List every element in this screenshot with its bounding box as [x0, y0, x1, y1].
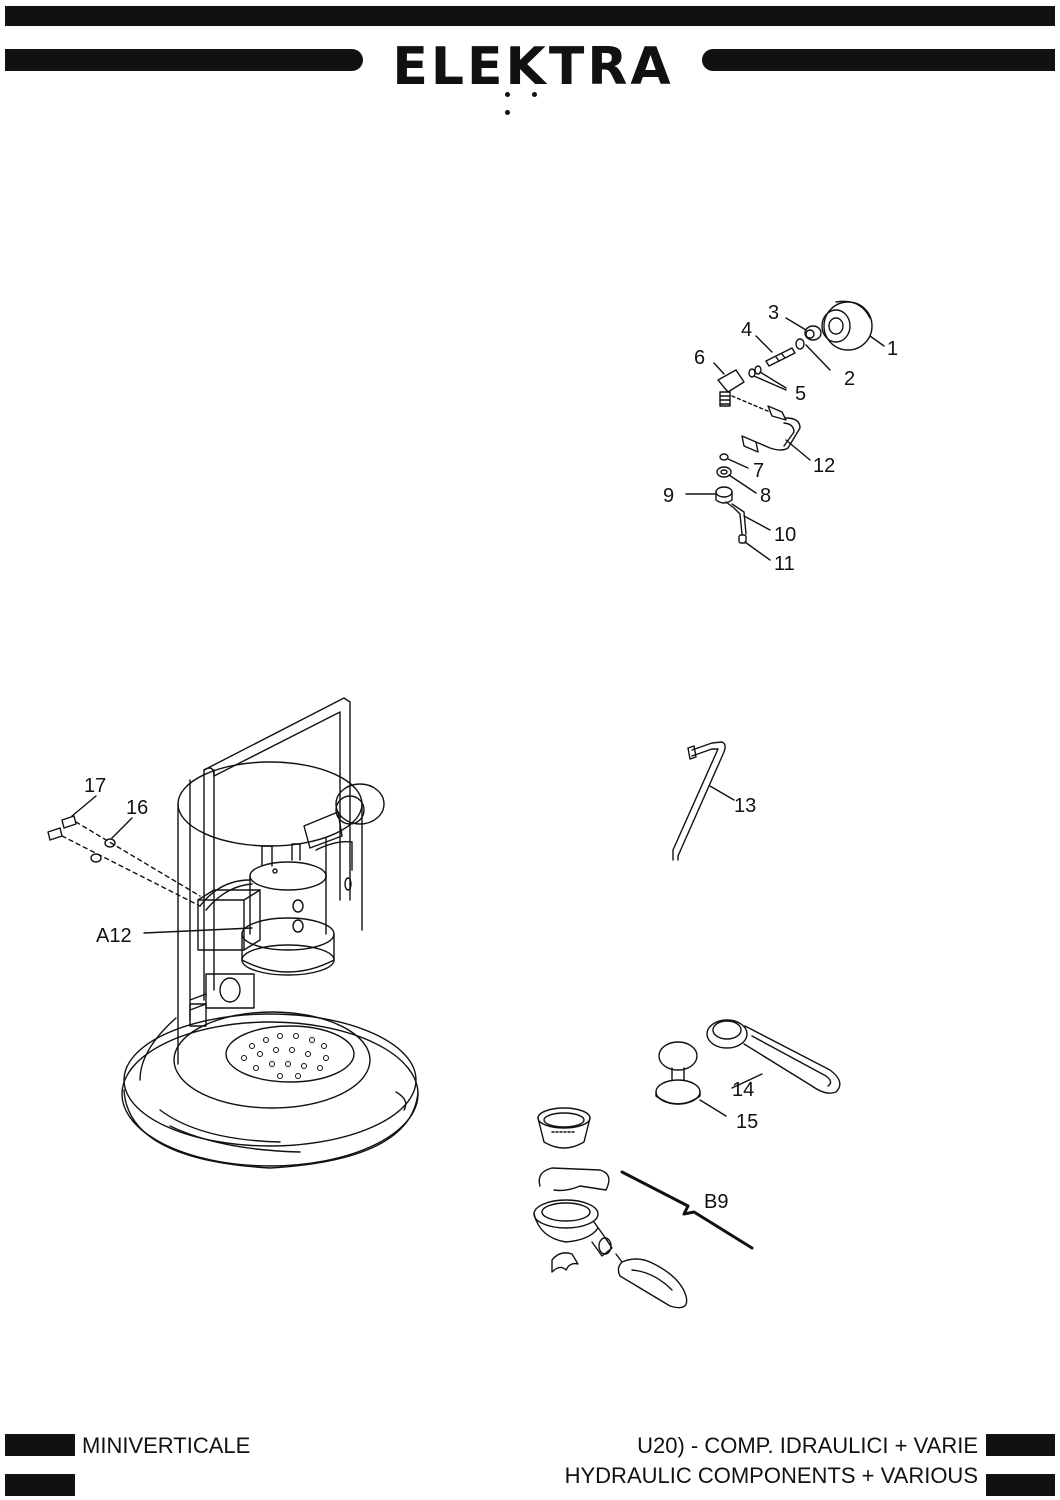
- screw-washer: [90, 838, 116, 863]
- callout-3: 3: [768, 302, 779, 324]
- o-ring: [748, 368, 756, 378]
- coffee-tamper: 15: [655, 1041, 758, 1133]
- callout-17: 17: [84, 775, 106, 797]
- section-title-english: HYDRAULIC COMPONENTS + VARIOUS: [564, 1463, 978, 1488]
- elbow-fitting: [717, 369, 745, 407]
- portafilter-handle: [615, 1253, 688, 1309]
- callout-12: 12: [813, 455, 835, 477]
- drip-grate: [225, 1025, 355, 1083]
- steam-wand-tube: 13: [672, 741, 756, 861]
- valve-body: [715, 486, 733, 504]
- callout-11: 11: [774, 553, 795, 575]
- gauge-assembly: 1 2 3 4 5 6 7 8 9 10 11 12: [663, 300, 898, 575]
- footer-right-bar-1: [986, 1434, 1055, 1456]
- callout-B9: B9: [704, 1191, 728, 1213]
- gauge-nut: [804, 325, 822, 341]
- brand-logo: ELEKTRA: [392, 37, 674, 97]
- callout-8: 8: [760, 485, 771, 507]
- callout-5: 5: [795, 383, 806, 405]
- nozzle: [738, 534, 747, 544]
- callout-16: 16: [126, 797, 148, 819]
- spout: [551, 1252, 579, 1273]
- measuring-spoon: 14: [706, 1019, 841, 1101]
- pressure-gauge: [821, 300, 873, 351]
- callout-13: 13: [734, 795, 756, 817]
- section-title-italian: U20) - COMP. IDRAULICI + VARIE: [637, 1433, 978, 1458]
- portafilter-set: B9: [533, 1107, 754, 1309]
- logo-dots: [494, 84, 574, 115]
- steam-pipe: [725, 501, 747, 535]
- machine-base: [121, 1011, 419, 1169]
- callout-A12: A12: [96, 925, 132, 947]
- boiler: [199, 843, 335, 976]
- machine-assembly: 17 16 A12: [47, 697, 419, 1169]
- machine-gauge: [303, 783, 385, 891]
- callout-1: 1: [887, 338, 898, 360]
- footer-right-bar-2: [986, 1474, 1055, 1496]
- footer-left-bar-1: [5, 1434, 75, 1456]
- spring-clip: [538, 1167, 610, 1192]
- pump-assembly: [189, 889, 261, 1027]
- callout-4: 4: [741, 319, 752, 341]
- gauge-pin: [765, 347, 796, 367]
- header-left-bar: [5, 49, 363, 71]
- filter-basket: [537, 1107, 591, 1149]
- callout-14: 14: [732, 1079, 754, 1101]
- header-right-bar: [702, 49, 1055, 71]
- o-ring: [754, 365, 762, 375]
- callout-7: 7: [753, 460, 764, 482]
- callout-10: 10: [774, 524, 796, 546]
- small-o-ring: [719, 453, 729, 461]
- header-top-bar: [5, 6, 1055, 26]
- washer: [716, 466, 732, 478]
- portafilter-body: [533, 1199, 613, 1257]
- callout-2: 2: [844, 368, 855, 390]
- callout-9: 9: [663, 485, 674, 507]
- callout-6: 6: [694, 347, 705, 369]
- footer-left-bar-2: [5, 1474, 75, 1496]
- gauge-ring: [795, 338, 805, 350]
- connecting-pipe: [741, 405, 801, 453]
- callout-15: 15: [736, 1111, 758, 1133]
- model-name: MINIVERTICALE: [82, 1433, 251, 1458]
